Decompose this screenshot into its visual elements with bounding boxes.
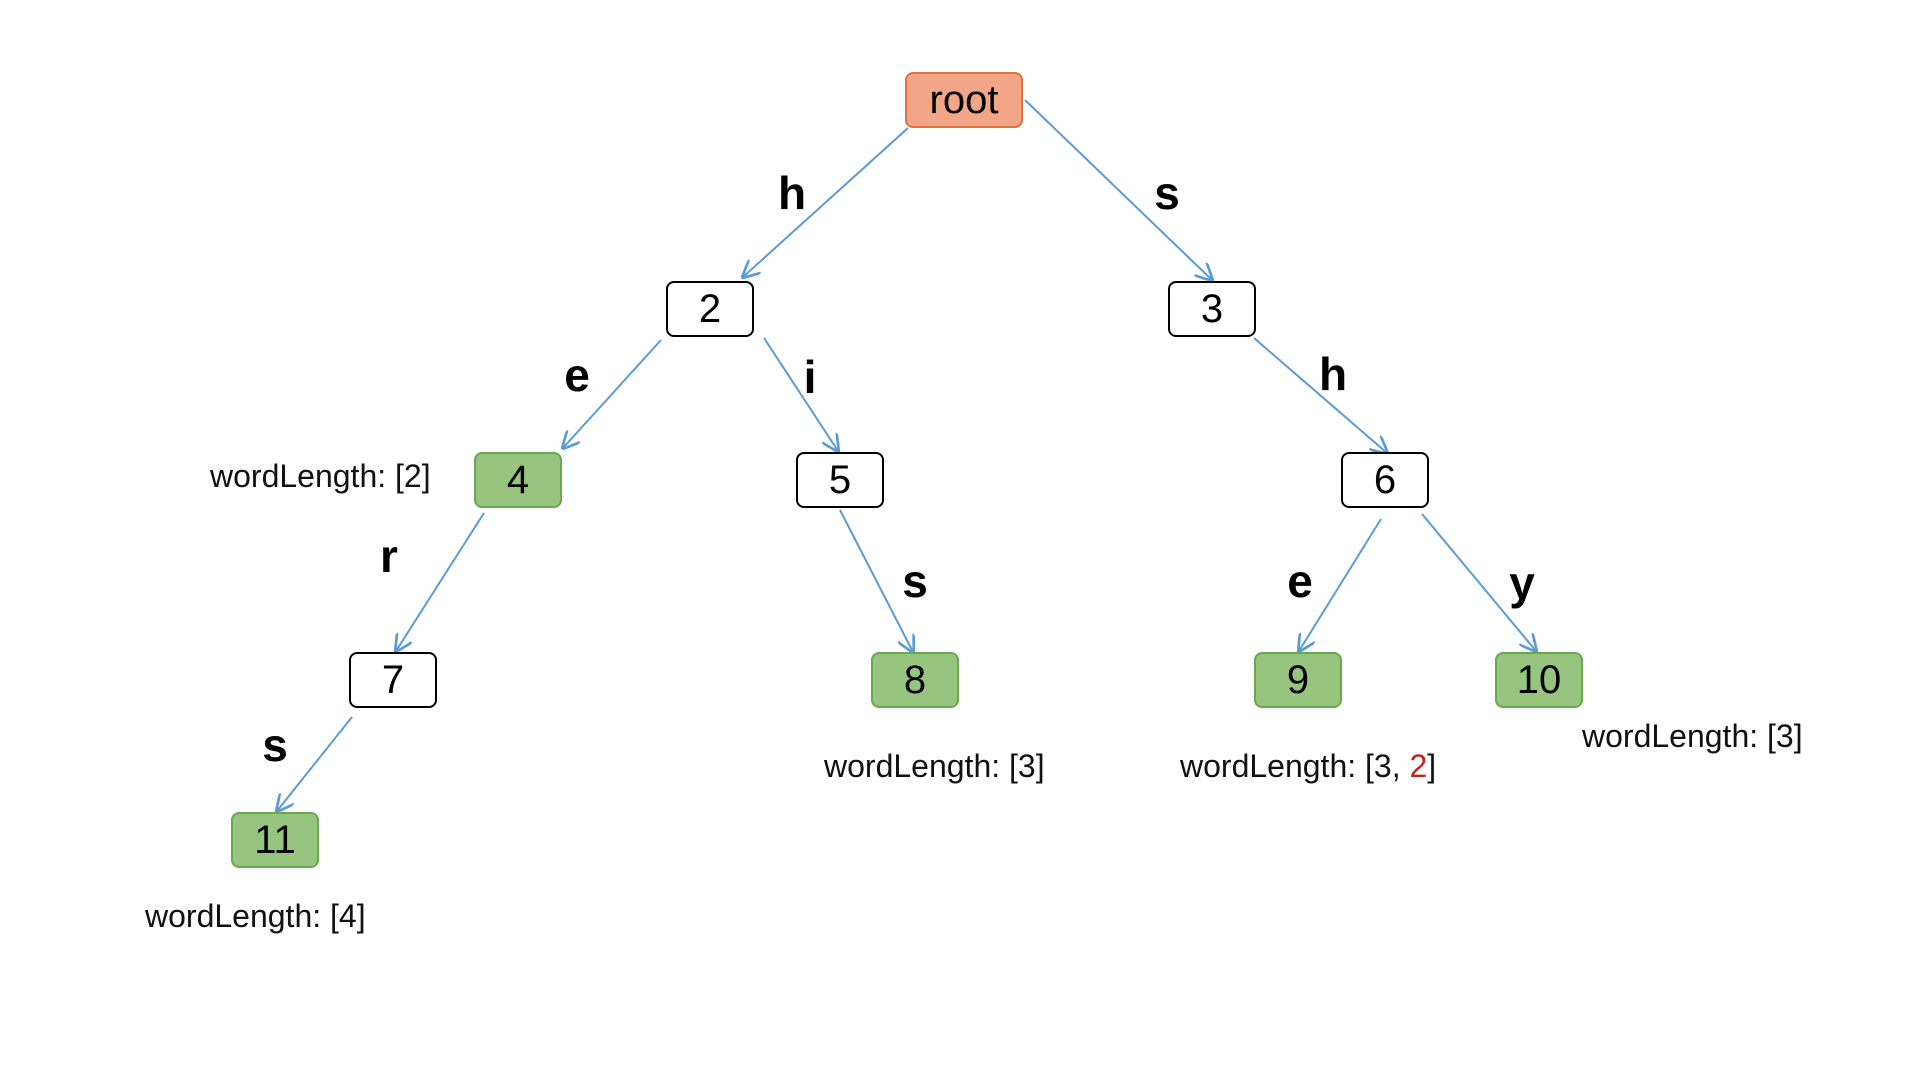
edge-3-6: [1253, 337, 1387, 453]
node-2: 2: [666, 281, 754, 337]
annotation-node-10: wordLength: [3]: [1582, 718, 1803, 754]
edge-6-10: [1421, 513, 1536, 651]
edge-label-3-6: h: [1318, 348, 1348, 400]
edge-5-8: [839, 509, 913, 652]
node-11: 11: [231, 812, 319, 868]
annotation-node-9-prefix: wordLength: [3,: [1180, 748, 1410, 784]
edge-2-5: [763, 337, 838, 451]
node-3: 3: [1168, 281, 1256, 337]
edge-label-6-9: e: [1287, 555, 1313, 607]
annotation-node-11: wordLength: [4]: [145, 898, 366, 934]
edge-label-6-10: y: [1509, 557, 1535, 609]
annotation-node-8: wordLength: [3]: [824, 748, 1045, 784]
node-10: 10: [1495, 652, 1583, 708]
edge-label-4-7: r: [380, 530, 398, 582]
node-8: 8: [871, 652, 959, 708]
edge-label-root-2: h: [777, 167, 807, 219]
edge-label-7-11: s: [262, 719, 288, 771]
node-root: root: [905, 72, 1023, 128]
node-4: 4: [474, 452, 562, 508]
edge-label-2-5: i: [803, 351, 817, 403]
edge-label-root-3: s: [1154, 167, 1180, 219]
annotation-node-9-highlight: 2: [1409, 748, 1428, 784]
annotation-node-9: wordLength: [3, 2]: [1180, 748, 1436, 785]
edge-2-4: [563, 339, 662, 448]
edge-4-7: [396, 512, 485, 651]
edge-6-9: [1299, 518, 1382, 651]
annotation-node-4: wordLength: [2]: [210, 458, 431, 494]
node-5: 5: [796, 452, 884, 508]
edge-7-11: [277, 716, 353, 811]
node-9: 9: [1254, 652, 1342, 708]
node-7: 7: [349, 652, 437, 708]
edge-root-3: [1024, 99, 1212, 280]
edge-label-5-8: s: [902, 555, 928, 607]
node-6: 6: [1341, 452, 1429, 508]
annotation-node-9-suffix: ]: [1427, 748, 1437, 784]
edge-root-2: [743, 127, 909, 277]
edge-label-2-4: e: [564, 349, 590, 401]
